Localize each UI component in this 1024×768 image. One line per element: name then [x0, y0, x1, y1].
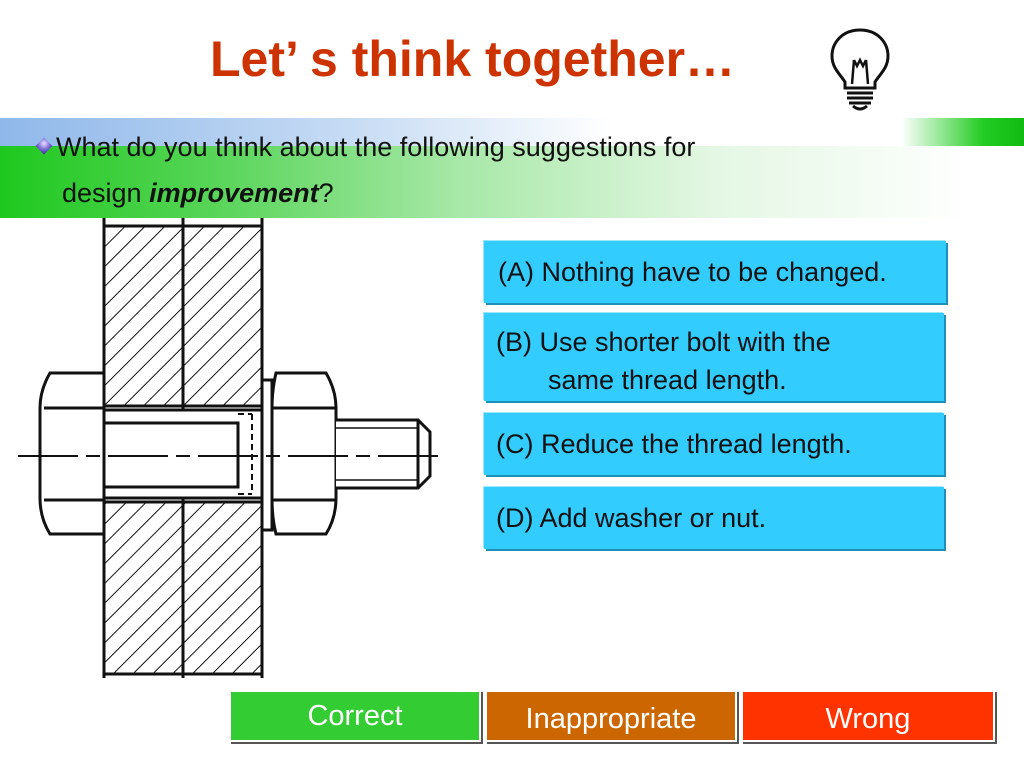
- inappropriate-button-label: Inappropriate: [525, 703, 697, 735]
- correct-button-label: Correct: [307, 700, 403, 732]
- bolt-joint-diagram: [18, 218, 444, 678]
- wrong-button[interactable]: Wrong: [741, 690, 995, 742]
- question-suffix: ?: [318, 178, 334, 208]
- question-emphasis: improvement: [149, 178, 319, 208]
- question-line-2: design: [62, 178, 150, 208]
- question-line-1: What do you think about the following su…: [56, 132, 696, 162]
- option-b-line-1: (B) Use shorter bolt with the: [496, 327, 831, 357]
- option-d[interactable]: (D) Add washer or nut.: [484, 487, 944, 549]
- correct-button[interactable]: Correct: [229, 690, 481, 742]
- option-c[interactable]: (C) Reduce the thread length.: [484, 413, 944, 475]
- slide-title: Let’ s think together…: [210, 31, 736, 87]
- option-c-label: (C) Reduce the thread length.: [496, 429, 852, 459]
- header-band: [0, 118, 1024, 218]
- option-d-label: (D) Add washer or nut.: [496, 503, 767, 533]
- inappropriate-button[interactable]: Inappropriate: [485, 690, 737, 742]
- lightbulb-icon: [830, 28, 890, 111]
- option-b-line-2: same thread length.: [548, 365, 787, 395]
- diamond-bullet-icon: [35, 137, 53, 155]
- question-text: What do you think about the following su…: [34, 124, 695, 216]
- wrong-button-label: Wrong: [825, 703, 911, 735]
- option-a-label: (A) Nothing have to be changed.: [498, 257, 887, 287]
- option-a[interactable]: (A) Nothing have to be changed.: [484, 241, 946, 303]
- option-b[interactable]: (B) Use shorter bolt with the same threa…: [484, 313, 944, 401]
